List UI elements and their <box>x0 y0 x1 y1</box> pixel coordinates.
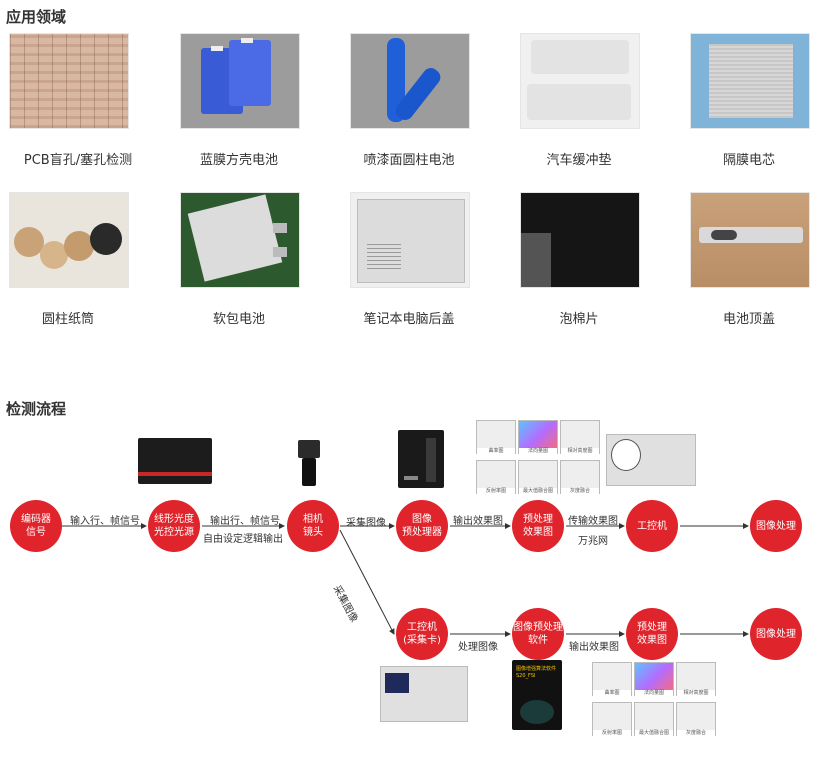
effect-thumbnails-top: 曲率图 法向量图 相对高度图 反射率图 最大值融合图 灰度融合 <box>476 420 600 500</box>
thumb-caption: 最大值融合图 <box>635 730 673 736</box>
thumb-caption: 法向量图 <box>635 690 673 696</box>
application-label: 软包电池 <box>212 312 265 327</box>
capture-card-pc-image <box>380 666 468 722</box>
thumb-caption: 相对高度图 <box>561 448 599 454</box>
industrial-pc-image <box>606 434 696 486</box>
thumb-caption: 灰度融合 <box>677 730 715 736</box>
thumb-caption: 法向量图 <box>519 448 557 454</box>
applications-grid: PCB盲孔/塞孔检测 蓝膜方壳电池 喷漆面圆柱电池 汽车缓冲垫 隔膜电芯 <box>0 0 834 340</box>
thumb-caption: 反射率图 <box>593 730 631 736</box>
application-label: 泡棉片 <box>559 312 599 327</box>
image-processing-bottom-node: 图像处理 <box>750 608 802 660</box>
thumb-caption: 曲率图 <box>593 690 631 696</box>
camera-lens-image <box>296 440 322 486</box>
preprocess-software-node: 图像预处理软件 <box>512 608 564 660</box>
car-cushion-image <box>520 33 640 129</box>
paper-tube-image <box>9 192 129 288</box>
gige-label: 万兆网 <box>578 536 608 547</box>
application-label: 蓝膜方壳电池 <box>199 153 278 168</box>
application-label: PCB盲孔/塞孔检测 <box>23 153 133 168</box>
applications-title: 应用领域 <box>6 8 67 26</box>
effect-thumbnails-bottom: 曲率图 法向量图 相对高度图 反射率图 最大值融合图 灰度融合 <box>592 662 716 744</box>
light-source-device-image <box>138 438 212 484</box>
capture-label: 采集图像 <box>346 518 386 529</box>
output-effect-bottom-label: 输出效果图 <box>569 642 619 653</box>
application-label: 隔膜电芯 <box>722 153 775 168</box>
thumb-caption: 曲率图 <box>477 448 515 454</box>
ipc-node: 工控机 <box>626 500 678 552</box>
preprocessor-device-image <box>398 430 444 488</box>
output-signal-label: 输出行、帧信号 <box>210 516 280 527</box>
process-title: 检测流程 <box>6 400 67 418</box>
application-label: 电池顶盖 <box>722 312 775 327</box>
pouch-battery-image <box>180 192 300 288</box>
light-source-node: 线形光度光控光源 <box>148 500 200 552</box>
thumb-caption: 反射率图 <box>477 488 515 494</box>
application-label: 汽车缓冲垫 <box>546 153 612 168</box>
image-processing-node: 图像处理 <box>750 500 802 552</box>
blue-film-battery-image <box>180 33 300 129</box>
cylindrical-battery-image <box>350 33 470 129</box>
application-label: 圆柱纸筒 <box>41 312 94 327</box>
battery-top-cover-image <box>690 192 810 288</box>
effect-image-bottom-node: 预处理效果图 <box>626 608 678 660</box>
thumb-caption: 灰度融合 <box>561 488 599 494</box>
process-image-label: 处理图像 <box>458 642 498 653</box>
output-effect-label: 输出效果图 <box>453 516 503 527</box>
effect-image-node: 预处理效果图 <box>512 500 564 552</box>
thumb-caption: 最大值融合图 <box>519 488 557 494</box>
pcb-board-image <box>9 33 129 129</box>
application-label: 喷漆面圆柱电池 <box>363 153 455 168</box>
preprocessor-node: 图像预处理器 <box>396 500 448 552</box>
separator-cell-image <box>690 33 810 129</box>
camera-node: 相机镜头 <box>287 500 339 552</box>
application-label: 笔记本电脑后盖 <box>363 312 455 327</box>
transfer-effect-label: 传输效果图 <box>568 516 618 527</box>
logic-output-label: 自由设定逻辑输出 <box>203 534 283 545</box>
foam-sheet-image <box>520 192 640 288</box>
thumb-caption: 相对高度图 <box>677 690 715 696</box>
ipc-capture-card-node: 工控机(采集卡) <box>396 608 448 660</box>
input-signal-label: 输入行、帧信号 <box>70 516 140 527</box>
laptop-cover-image <box>350 192 470 288</box>
encoder-node: 编码器信号 <box>10 500 62 552</box>
